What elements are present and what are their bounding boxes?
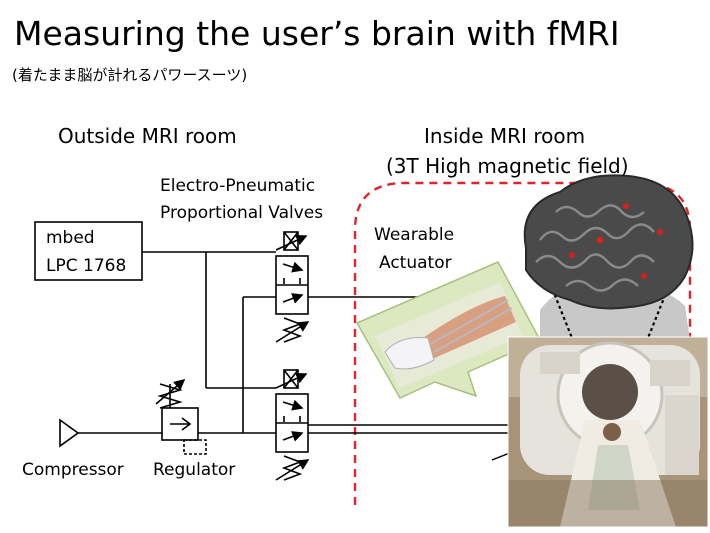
brain-hotspot bbox=[623, 203, 629, 209]
outside-room-label: Outside MRI room bbox=[58, 124, 237, 148]
mri-scanner-photo bbox=[508, 337, 708, 527]
proportional-valve-2 bbox=[275, 369, 310, 481]
brain-image bbox=[523, 174, 694, 310]
brain-hotspot bbox=[641, 273, 647, 279]
controller-label-line2: LPC 1768 bbox=[46, 256, 127, 276]
mbed-controller-box bbox=[34, 221, 143, 281]
inside-room-label: Inside MRI room bbox=[424, 124, 586, 148]
mri-photo-frame bbox=[507, 336, 709, 528]
air-lines bbox=[78, 296, 512, 434]
magnetic-field-label: (3T High magnetic field) bbox=[386, 154, 629, 178]
actuator-label-line2: Actuator bbox=[379, 253, 452, 273]
controller-label-line1: mbed bbox=[46, 228, 95, 248]
slide-title: Measuring the user’s brain with fMRI bbox=[14, 14, 620, 53]
compressor-symbol bbox=[59, 418, 80, 448]
proportional-valve-1 bbox=[275, 231, 310, 343]
actuator-label-line1: Wearable bbox=[374, 225, 455, 245]
valves-label-line2: Proportional Valves bbox=[160, 203, 324, 223]
slide-subtitle: (着たまま脳が計れるパワースーツ) bbox=[12, 66, 248, 84]
signal-lines bbox=[142, 251, 276, 389]
brain-hotspot bbox=[657, 229, 663, 235]
brain-hotspot bbox=[569, 252, 575, 258]
compressor-label: Compressor bbox=[22, 460, 124, 480]
regulator-label: Regulator bbox=[153, 460, 236, 480]
valves-label-line1: Electro-Pneumatic bbox=[160, 176, 316, 196]
mri-room-boundary bbox=[353, 181, 692, 520]
regulator-symbol bbox=[155, 378, 207, 455]
actuator-photo-callout bbox=[355, 261, 542, 399]
brain-hotspot bbox=[596, 236, 604, 244]
